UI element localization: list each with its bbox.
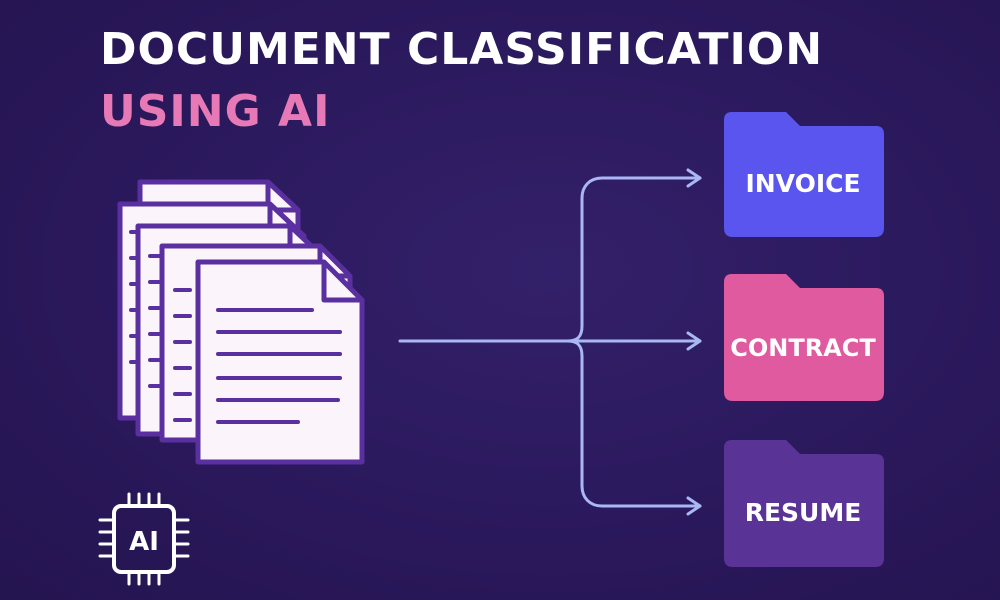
ai-chip-icon: AI <box>98 492 190 586</box>
folder-label-resume: RESUME <box>745 498 862 527</box>
folder-label-contract: CONTRACT <box>730 334 876 362</box>
folder-resume: RESUME <box>724 440 884 567</box>
document-sheet-front <box>195 259 365 465</box>
document-stack-icon <box>117 179 365 465</box>
folder-contract: CONTRACT <box>724 274 884 401</box>
diagram-subtitle: USING AI <box>100 86 331 137</box>
folder-invoice: INVOICE <box>724 112 884 237</box>
arrow-heads <box>686 168 702 516</box>
diagram-title: DOCUMENT CLASSIFICATION <box>100 24 824 75</box>
arrow-head-resume <box>686 496 702 516</box>
arrow-head-contract <box>686 331 702 351</box>
folder-label-invoice: INVOICE <box>745 169 860 198</box>
branch-connector <box>398 176 702 508</box>
ai-chip-label: AI <box>129 527 159 557</box>
folder-icon <box>724 112 884 237</box>
arrow-head-invoice <box>686 168 702 188</box>
folder-icon <box>724 274 884 401</box>
folder-icon <box>724 440 884 567</box>
